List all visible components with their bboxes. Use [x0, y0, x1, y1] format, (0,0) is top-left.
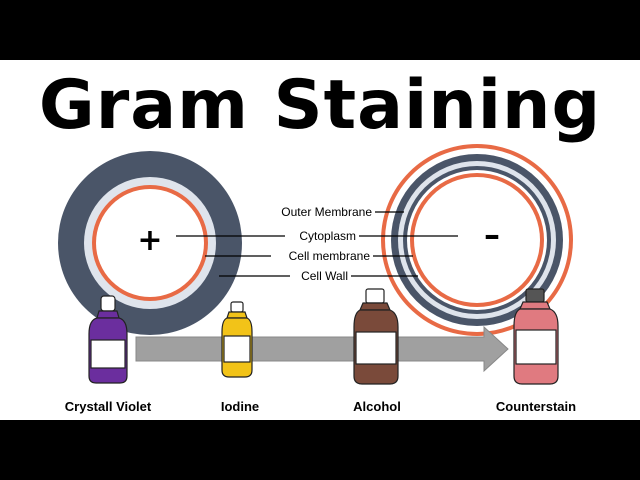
iodine-bottle — [221, 301, 253, 378]
gram-negative-cell: – — [381, 144, 573, 336]
reagent-label-crystal-violet: Crystall Violet — [65, 399, 152, 414]
cytoplasm — [414, 177, 540, 303]
reagent-label-alcohol: Alcohol — [353, 399, 401, 414]
label-cytoplasm: Cytoplasm — [299, 229, 356, 243]
page-title: Gram Staining — [38, 66, 602, 145]
reagent-labels: Crystall Violet Iodine Alcohol Counterst… — [65, 399, 576, 414]
reagent-label-iodine: Iodine — [221, 399, 259, 414]
structure-labels: Outer Membrane Cytoplasm Cell membrane C… — [176, 205, 458, 283]
positive-symbol: + — [137, 223, 162, 258]
counterstain-bottle — [513, 288, 559, 385]
letterbox-top — [0, 0, 640, 60]
reagent-label-counterstain: Counterstain — [496, 399, 576, 414]
label-cell-wall: Cell Wall — [301, 269, 348, 283]
alcohol-bottle — [353, 288, 399, 385]
label-cell-membrane: Cell membrane — [289, 249, 371, 263]
cytoplasm — [96, 189, 204, 297]
process-arrow — [135, 325, 509, 373]
negative-symbol: – — [484, 216, 500, 254]
letterbox-bottom — [0, 420, 640, 480]
label-outer-membrane: Outer Membrane — [281, 205, 372, 219]
gram-positive-cell: + — [58, 151, 242, 335]
crystal-violet-bottle — [88, 295, 128, 384]
